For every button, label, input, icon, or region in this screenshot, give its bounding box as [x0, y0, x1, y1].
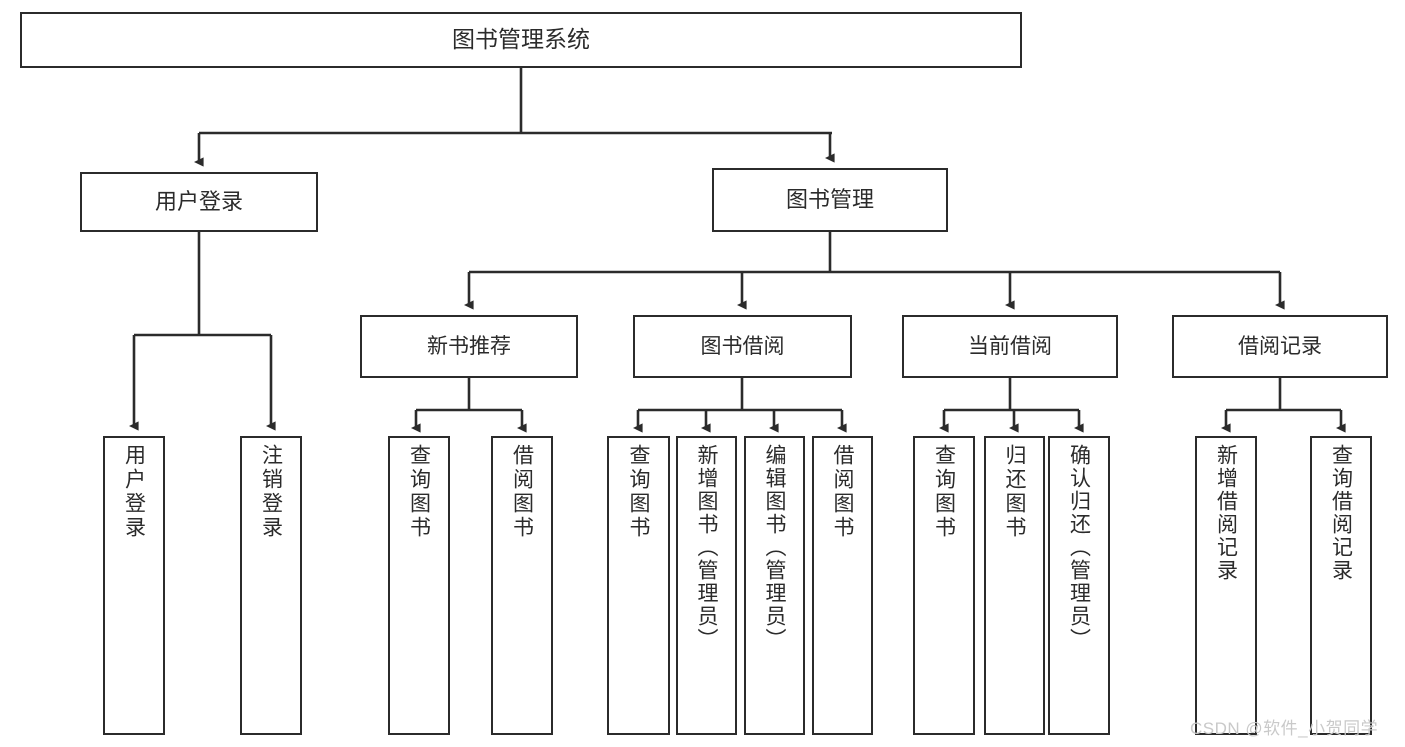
node-label: 确认归还（管理员） — [1067, 444, 1091, 651]
leaf-user-login-login[interactable]: 用户登录 — [103, 436, 165, 735]
node-user-login[interactable]: 用户登录 — [80, 172, 318, 232]
leaf-book-borrow-edit-book-admin[interactable]: 编辑图书（管理员） — [744, 436, 805, 735]
node-label: 归还图书 — [1003, 444, 1026, 540]
node-label: 注销登录 — [259, 444, 283, 540]
node-label: 查询图书 — [627, 444, 650, 540]
node-book-borrow[interactable]: 图书借阅 — [633, 315, 852, 378]
node-label: 查询图书 — [932, 444, 956, 540]
leaf-borrow-record-query-record[interactable]: 查询借阅记录 — [1310, 436, 1372, 735]
node-label: 查询借阅记录 — [1329, 444, 1353, 582]
leaf-book-borrow-borrow-book[interactable]: 借阅图书 — [812, 436, 873, 735]
leaf-current-borrow-return-book[interactable]: 归还图书 — [984, 436, 1045, 735]
node-book-management[interactable]: 图书管理 — [712, 168, 948, 232]
node-label: 借阅图书 — [510, 444, 534, 540]
leaf-new-book-borrow-book[interactable]: 借阅图书 — [491, 436, 553, 735]
node-current-borrow[interactable]: 当前借阅 — [902, 315, 1118, 378]
node-label: 图书管理 — [785, 186, 874, 212]
leaf-book-borrow-add-book-admin[interactable]: 新增图书（管理员） — [676, 436, 737, 735]
leaf-user-login-logout[interactable]: 注销登录 — [240, 436, 302, 735]
node-borrow-record[interactable]: 借阅记录 — [1172, 315, 1388, 378]
leaf-current-borrow-query-book[interactable]: 查询图书 — [913, 436, 975, 735]
node-label: 新增图书（管理员） — [695, 444, 718, 651]
node-label: 借阅记录 — [1238, 334, 1322, 358]
node-label: 当前借阅 — [968, 334, 1052, 358]
node-label: 新书推荐 — [427, 334, 511, 358]
leaf-borrow-record-add-record[interactable]: 新增借阅记录 — [1195, 436, 1257, 735]
node-label: 借阅图书 — [831, 444, 854, 540]
node-label: 编辑图书（管理员） — [763, 444, 786, 651]
node-label: 查询图书 — [407, 444, 431, 540]
node-label: 图书借阅 — [700, 334, 785, 358]
csdn-watermark: CSDN @软件_小贺同学 — [1190, 719, 1379, 738]
node-root-book-management-system[interactable]: 图书管理系统 — [20, 12, 1022, 68]
node-label: 用户登录 — [122, 444, 146, 540]
leaf-current-borrow-confirm-return-admin[interactable]: 确认归还（管理员） — [1048, 436, 1110, 735]
node-label: 用户登录 — [154, 188, 243, 214]
node-new-book-recommend[interactable]: 新书推荐 — [360, 315, 578, 378]
leaf-new-book-query-book[interactable]: 查询图书 — [388, 436, 450, 735]
node-label: 图书管理系统 — [452, 26, 590, 53]
node-label: 新增借阅记录 — [1214, 444, 1238, 582]
leaf-book-borrow-query-book[interactable]: 查询图书 — [607, 436, 670, 735]
